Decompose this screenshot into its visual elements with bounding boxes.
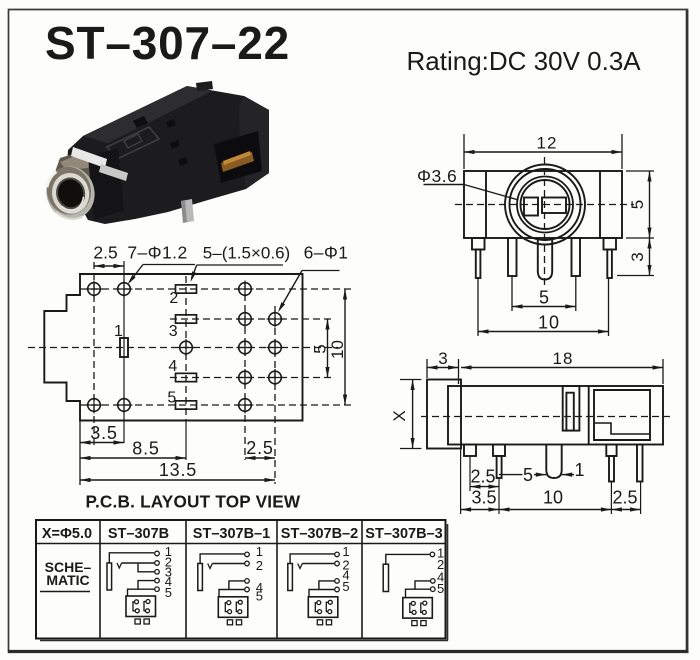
- svg-text:2: 2: [342, 558, 349, 573]
- svg-text:2.5: 2.5: [93, 243, 117, 263]
- svg-text:5: 5: [311, 344, 330, 353]
- svg-text:1: 1: [437, 545, 444, 560]
- svg-text:5: 5: [342, 579, 349, 594]
- svg-text:4: 4: [165, 574, 172, 589]
- svg-text:2.5: 2.5: [470, 467, 495, 487]
- svg-text:5: 5: [437, 581, 444, 596]
- svg-text:ST–307B: ST–307B: [108, 526, 169, 542]
- svg-text:5: 5: [167, 390, 176, 407]
- svg-text:10: 10: [543, 488, 563, 508]
- svg-text:3: 3: [628, 252, 647, 261]
- svg-text:2.5: 2.5: [246, 438, 273, 458]
- svg-text:5: 5: [256, 589, 263, 604]
- svg-text:2: 2: [169, 290, 178, 307]
- svg-text:P.C.B. LAYOUT TOP VIEW: P.C.B. LAYOUT TOP VIEW: [86, 492, 301, 512]
- svg-text:4: 4: [437, 570, 444, 585]
- svg-text:4: 4: [168, 358, 177, 375]
- svg-text:10: 10: [538, 313, 560, 333]
- svg-text:X: X: [390, 410, 409, 421]
- svg-text:3: 3: [438, 349, 447, 368]
- svg-text:MATIC: MATIC: [46, 572, 89, 588]
- svg-text:2: 2: [256, 558, 263, 573]
- svg-text:10: 10: [328, 340, 347, 359]
- svg-text:5: 5: [523, 465, 533, 485]
- svg-text:3: 3: [169, 323, 178, 340]
- svg-text:5–(1.5×0.6): 5–(1.5×0.6): [203, 244, 290, 263]
- svg-text:2.5: 2.5: [612, 488, 637, 508]
- svg-text:Rating:DC 30V 0.3A: Rating:DC 30V 0.3A: [407, 46, 642, 76]
- svg-text:4: 4: [256, 580, 263, 595]
- svg-text:3.5: 3.5: [90, 423, 117, 443]
- svg-text:7–Φ1.2: 7–Φ1.2: [127, 243, 187, 263]
- svg-text:5: 5: [628, 200, 647, 209]
- svg-text:3.5: 3.5: [471, 488, 496, 508]
- svg-text:18: 18: [553, 349, 574, 368]
- svg-text:ST–307–22: ST–307–22: [45, 17, 290, 69]
- svg-text:1: 1: [256, 544, 263, 559]
- svg-text:2: 2: [165, 555, 172, 570]
- svg-text:ST–307B–1: ST–307B–1: [193, 526, 270, 542]
- svg-text:13.5: 13.5: [159, 460, 197, 480]
- svg-text:1: 1: [574, 460, 584, 480]
- svg-text:1: 1: [114, 323, 123, 340]
- svg-text:4: 4: [342, 567, 349, 582]
- svg-text:SCHE–: SCHE–: [45, 559, 92, 575]
- svg-text:3: 3: [165, 564, 172, 579]
- svg-text:Φ3.6: Φ3.6: [417, 166, 457, 186]
- svg-text:6–Φ1: 6–Φ1: [304, 243, 349, 263]
- svg-text:1: 1: [165, 544, 172, 559]
- svg-text:1: 1: [342, 544, 349, 559]
- svg-text:ST–307B–3: ST–307B–3: [365, 526, 442, 542]
- svg-text:8.5: 8.5: [132, 439, 159, 459]
- svg-text:ST–307B–2: ST–307B–2: [281, 526, 358, 542]
- svg-text:12: 12: [537, 134, 558, 153]
- svg-text:2: 2: [437, 557, 444, 572]
- svg-text:X=Φ5.0: X=Φ5.0: [42, 526, 92, 542]
- svg-text:5: 5: [539, 288, 549, 308]
- svg-text:5: 5: [165, 585, 172, 600]
